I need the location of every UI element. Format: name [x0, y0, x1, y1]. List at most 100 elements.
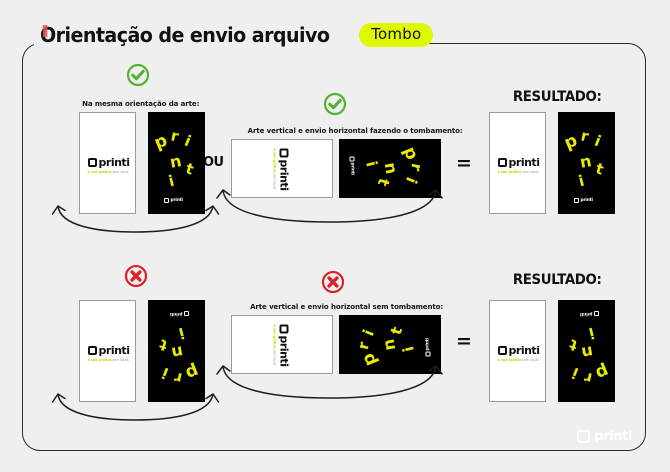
art-letter: i: [176, 323, 187, 343]
art-letter: i: [182, 131, 194, 151]
printi-watermark: printi: [577, 429, 632, 444]
art-letter: n: [378, 338, 399, 353]
cross-circle-glyph: [321, 270, 345, 294]
printi-mark-icon: [497, 346, 507, 355]
art-card-black-r2g1: p r i n t i printi: [148, 300, 205, 402]
curved-double-arrow: [216, 189, 443, 223]
tagline-strong: a sua gráfica: [87, 358, 112, 362]
art-letter: i: [586, 323, 597, 343]
printi-mark-icon: [184, 311, 189, 316]
art-letter: p: [182, 360, 202, 384]
cross-circle-icon-row2-group1: [124, 264, 148, 288]
art-rotation-host-r1g1: p r i n t i printi: [148, 112, 205, 214]
art-letter: n: [578, 151, 593, 172]
printi-wordmark: printi: [170, 198, 184, 203]
rotation-arrow-r1g1: [48, 198, 223, 234]
result-label-row1: RESULTADO:: [512, 89, 602, 105]
printi-mini-logo-r2g1: printi: [170, 311, 189, 316]
art-letter: p: [561, 130, 581, 154]
art-letter: i: [569, 363, 581, 383]
caption-row1-group1: Na mesma orientação da arte:: [82, 99, 200, 108]
curved-double-arrow: [51, 393, 220, 421]
printi-mark-icon: [594, 311, 599, 316]
art-card-white-r2g1: printi a sua gráfica sem igual.: [79, 300, 136, 402]
art-card-white-r1g1: printi a sua gráfica sem igual.: [79, 112, 136, 214]
printi-mini-logo-r1g1: printi: [164, 198, 183, 203]
art-letter: i: [166, 171, 177, 191]
art-letter: n: [381, 160, 402, 175]
printi-logo-result-r1: printi: [490, 156, 545, 169]
tagline-strong: a sua gráfica: [497, 170, 522, 174]
art-letter: n: [168, 151, 183, 172]
art-letter: i: [576, 171, 587, 191]
rotation-arrow-r1g2: [212, 182, 447, 224]
printi-wordmark: printi: [98, 156, 130, 169]
printi-tagline: a sua gráfica sem igual.: [80, 170, 135, 174]
page-title-text: Orientação de envio arquivo: [40, 23, 330, 47]
tagline-rest: sem igual.: [521, 170, 540, 174]
printi-wordmark: printi: [580, 198, 594, 203]
caption-row2-group2: Arte vertical e envio horizontal sem tom…: [250, 302, 444, 311]
connector-label-row1: OU: [203, 155, 224, 170]
status-badge: Tombo: [359, 23, 434, 47]
equals-sign-row1: =: [456, 152, 472, 174]
printi-logo-r1g1: printi: [80, 156, 135, 169]
printi-wordmark: printi: [580, 311, 593, 316]
art-letter: n: [170, 342, 185, 363]
printi-wordmark: printi: [170, 311, 183, 316]
art-letter: r: [579, 126, 591, 146]
rotation-arrow-r2g2: [212, 358, 447, 400]
rotation-arrow-r2g1: [48, 386, 223, 422]
printi-wordmark: printi: [350, 162, 355, 175]
printi-wordmark: printi: [425, 338, 430, 351]
result-card-white-r1: printi a sua gráfica sem igual.: [489, 112, 546, 214]
cross-circle-glyph: [124, 264, 148, 288]
art-letter: r: [172, 368, 184, 388]
printi-logo-r2g1: printi: [80, 344, 135, 357]
check-circle-glyph: [323, 92, 347, 116]
art-rotation-host-result-r2: p r i n t i printi: [558, 300, 615, 402]
art-letter: t: [157, 335, 170, 355]
title-row: Orientação de envio arquivo Tombo: [40, 20, 434, 50]
art-letter: t: [567, 335, 580, 355]
art-letter: r: [407, 161, 427, 173]
printi-wordmark: printi: [594, 429, 632, 444]
printi-mark-icon: [164, 198, 169, 203]
art-card-black-r2g2: p r i n t i printi: [339, 315, 441, 374]
tagline-strong: a sua gráfica: [272, 148, 277, 173]
title-background-mask: [34, 30, 404, 56]
curved-double-arrow: [216, 365, 443, 399]
printi-wordmark: printi: [98, 344, 130, 357]
caption-row1-group2: Arte vertical e envio horizontal fazendo…: [247, 126, 463, 135]
art-letter: p: [592, 360, 612, 384]
curved-double-arrow: [51, 205, 220, 233]
tagline-strong: a sua gráfica: [497, 358, 522, 362]
tagline-rest: sem igual.: [111, 170, 130, 174]
page-title: Orientação de envio arquivo: [40, 23, 330, 47]
printi-mini-logo-result-r2: printi: [580, 311, 599, 316]
printi-mini-logo-r2g2: printi: [425, 338, 430, 357]
cross-circle-icon-row2-group2: [321, 270, 345, 294]
art-letter: p: [399, 143, 423, 163]
printi-tagline: a sua gráfica sem igual.: [490, 170, 545, 174]
result-label-row2: RESULTADO:: [512, 272, 602, 288]
art-letter: i: [358, 327, 378, 339]
art-letter: n: [580, 342, 595, 363]
printi-tagline: a sua gráfica sem igual.: [490, 358, 545, 362]
art-letter: t: [386, 325, 406, 338]
art-letter: i: [592, 131, 604, 151]
art-letter: i: [398, 344, 418, 355]
check-circle-icon-row1-group1: [126, 63, 150, 87]
printi-wordmark: printi: [508, 156, 540, 169]
art-letter: r: [169, 126, 181, 146]
art-rotation-host-result-r1: p r i n t i printi: [558, 112, 615, 214]
printi-logo-result-r2: printi: [490, 344, 545, 357]
title-accent-marker: [42, 25, 48, 37]
printi-mark-icon: [87, 346, 97, 355]
printi-mark-icon: [574, 198, 579, 203]
result-card-white-r2: printi a sua gráfica sem igual.: [489, 300, 546, 402]
printi-mini-logo-result-r1: printi: [574, 198, 593, 203]
art-letter: r: [582, 368, 594, 388]
art-letter: t: [183, 159, 196, 179]
printi-mark-icon: [279, 324, 289, 334]
